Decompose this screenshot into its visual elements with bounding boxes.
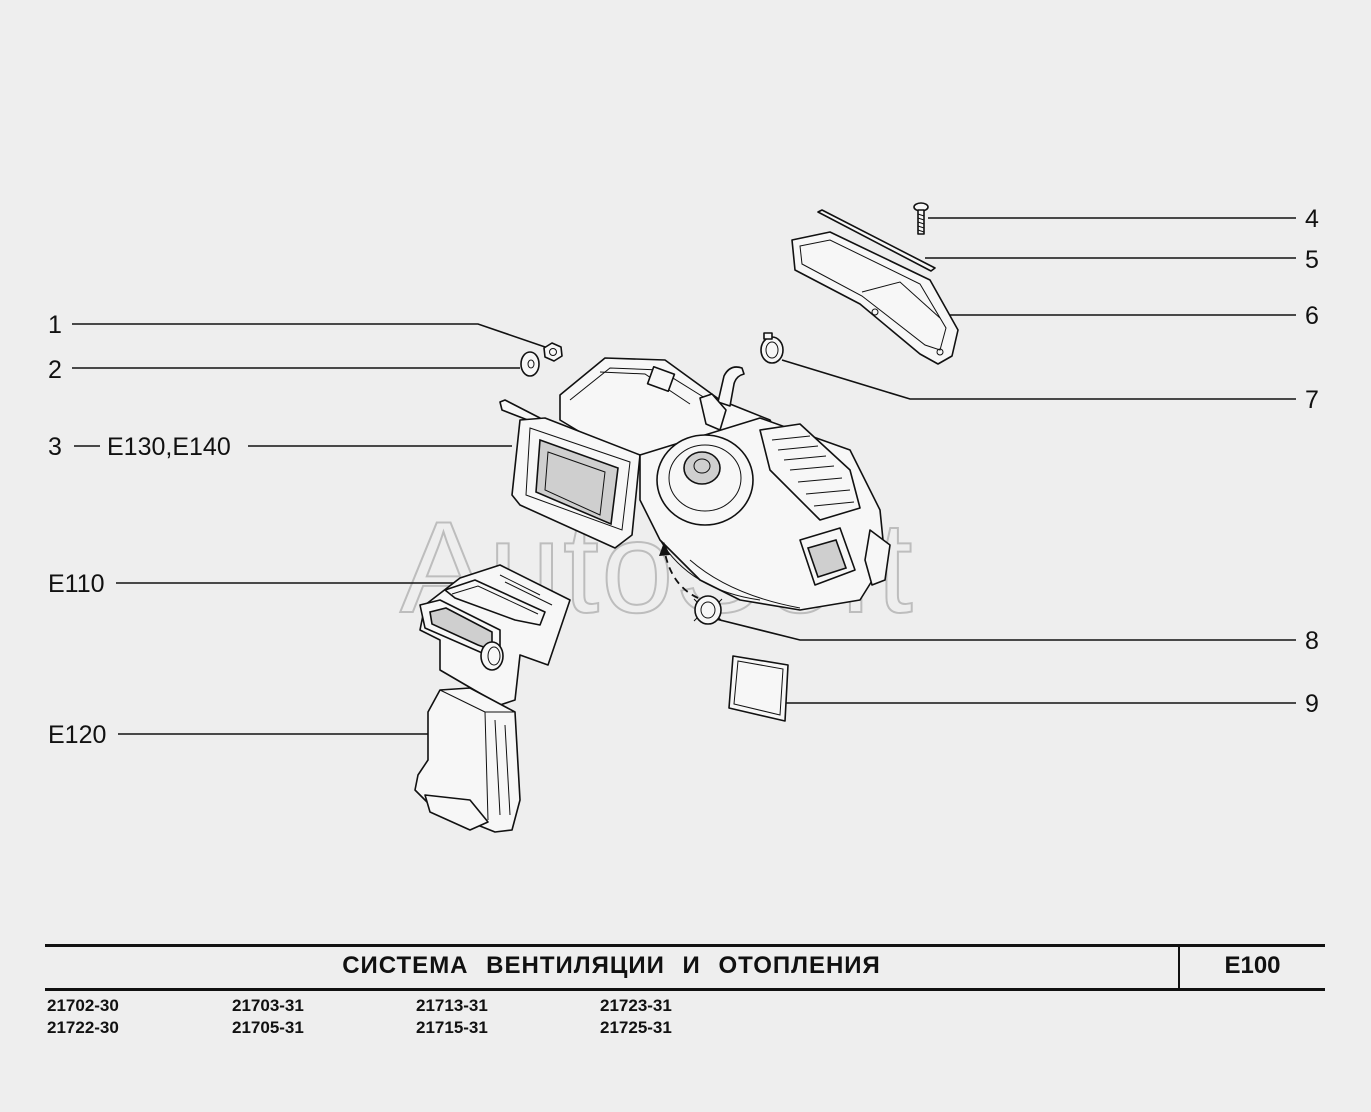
leader-8 (711, 617, 1296, 641)
title-block: СИСТЕМА ВЕНТИЛЯЦИИ И ОТОПЛЕНИЯ E100 (45, 944, 1325, 992)
part-3-heater-housing (499, 357, 891, 611)
leader-lines (72, 217, 1296, 735)
callout-3: 3 (48, 433, 62, 461)
model-code: 21722-30 (47, 1018, 119, 1037)
part-4-screw (913, 202, 929, 235)
callout-e110: E110 (48, 570, 105, 598)
model-code: 21703-31 (232, 996, 304, 1015)
callout-labels: 1 2 3 E130,E140 4 5 6 7 8 9 E110 E120 (48, 205, 1319, 749)
model-code: 21705-31 (232, 1018, 304, 1037)
callout-5: 5 (1305, 246, 1319, 274)
exploded-view-diagram: AutoSoft 1 2 3 E130,E140 4 5 6 7 8 9 E11… (48, 202, 1319, 833)
leader-1 (72, 323, 549, 349)
model-code: 21723-31 (600, 996, 672, 1015)
part-6-filter-cover (791, 231, 959, 365)
model-code: 21725-31 (600, 1018, 672, 1037)
model-code: 21715-31 (416, 1018, 488, 1037)
part-1-nut (543, 342, 563, 362)
assembly-e120-duct (414, 687, 521, 833)
model-code: 21713-31 (416, 996, 488, 1015)
sheet-title: СИСТЕМА ВЕНТИЛЯЦИИ И ОТОПЛЕНИЯ (342, 952, 881, 979)
callout-6: 6 (1305, 302, 1319, 330)
callout-9: 9 (1305, 690, 1319, 718)
assembly-arrow (659, 542, 699, 599)
callout-8: 8 (1305, 627, 1319, 655)
part-2-washer (520, 351, 540, 377)
leader-7 (781, 359, 1296, 400)
assembly-e110-duct (419, 564, 571, 706)
callout-e120: E120 (48, 721, 106, 749)
part-8-grommet (693, 595, 723, 625)
callout-2: 2 (48, 356, 62, 384)
model-code: 21702-30 (47, 996, 119, 1015)
callout-7: 7 (1305, 386, 1319, 414)
title-block-divider (1178, 944, 1180, 991)
part-7-clamp (760, 332, 784, 364)
callout-1: 1 (48, 311, 62, 339)
part-5-seal-strip (817, 209, 936, 272)
callout-4: 4 (1305, 205, 1319, 233)
callout-3-reference: E130,E140 (107, 433, 231, 461)
title-block-top-rule (45, 944, 1325, 947)
sheet-code: E100 (1224, 952, 1281, 979)
title-block-bottom-rule (45, 988, 1325, 991)
part-9-cabin-filter (728, 655, 789, 722)
